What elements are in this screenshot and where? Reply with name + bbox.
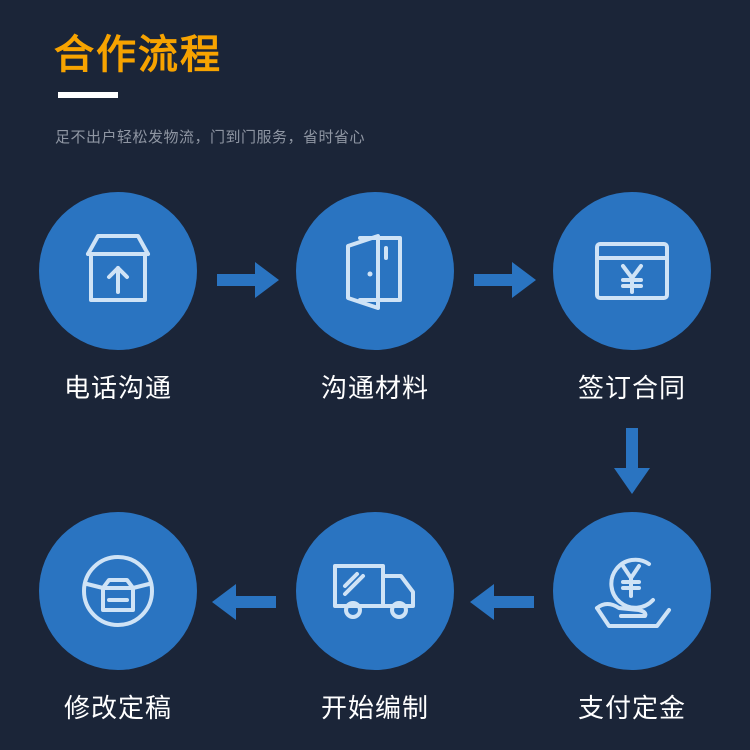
step-label: 签订合同 bbox=[577, 374, 686, 404]
folder-document-icon bbox=[346, 234, 402, 310]
step-label: 电话沟通 bbox=[63, 374, 172, 404]
step-phone-communication: 电话沟通 bbox=[33, 192, 203, 405]
yuan-card-icon bbox=[595, 242, 669, 300]
step-circle bbox=[553, 192, 711, 350]
step-label: 沟通材料 bbox=[320, 374, 429, 404]
arrow-right-icon bbox=[474, 262, 536, 298]
step-circle bbox=[553, 512, 711, 670]
arrow-left-icon bbox=[212, 584, 276, 620]
step-circle bbox=[39, 512, 197, 670]
delivery-truck-icon bbox=[333, 564, 415, 619]
arrow-down-icon bbox=[614, 428, 650, 494]
title-underline bbox=[58, 92, 118, 98]
step-circle bbox=[39, 192, 197, 350]
basket-icon bbox=[82, 555, 154, 627]
step-start-compile: 开始编制 bbox=[290, 512, 460, 725]
arrow-right-icon bbox=[217, 262, 279, 298]
step-pay-deposit: 支付定金 bbox=[547, 512, 717, 725]
step-sign-contract: 签订合同 bbox=[547, 192, 717, 405]
step-circle bbox=[296, 192, 454, 350]
step-label: 支付定金 bbox=[577, 694, 686, 724]
step-finalize-revisions: 修改定稿 bbox=[33, 512, 203, 725]
step-communicate-materials: 沟通材料 bbox=[290, 192, 460, 405]
arrow-left-icon bbox=[470, 584, 534, 620]
page-title: 合作流程 bbox=[54, 32, 222, 78]
box-upload-icon bbox=[86, 234, 150, 302]
step-circle bbox=[296, 512, 454, 670]
page-subtitle: 足不出户轻松发物流，门到门服务，省时省心 bbox=[55, 128, 366, 146]
step-label: 开始编制 bbox=[320, 694, 429, 724]
step-label: 修改定稿 bbox=[63, 694, 172, 724]
hand-coin-icon bbox=[595, 557, 671, 628]
